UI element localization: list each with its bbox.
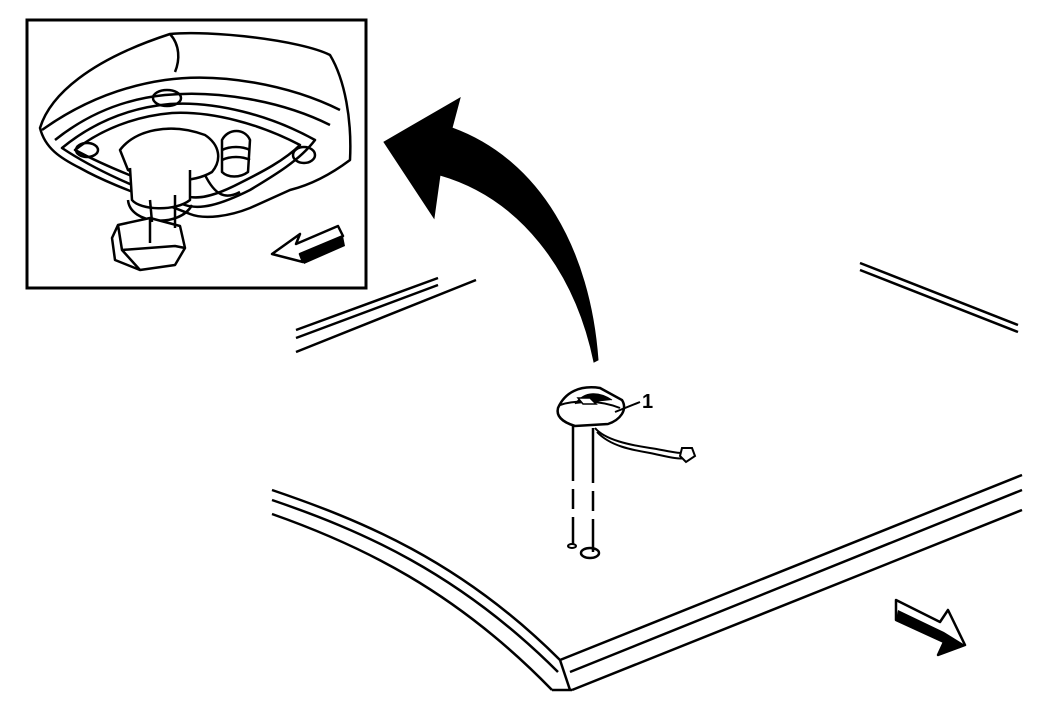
direction-arrow-icon <box>894 598 967 657</box>
inset-direction-arrow-icon <box>270 224 345 264</box>
antenna-base-underside <box>38 31 352 272</box>
inset-detail <box>25 18 368 290</box>
callout-1-label: 1 <box>642 391 653 413</box>
roof-panel <box>271 261 1023 692</box>
curved-arrow-icon <box>383 96 599 363</box>
roof-antenna <box>556 386 697 560</box>
